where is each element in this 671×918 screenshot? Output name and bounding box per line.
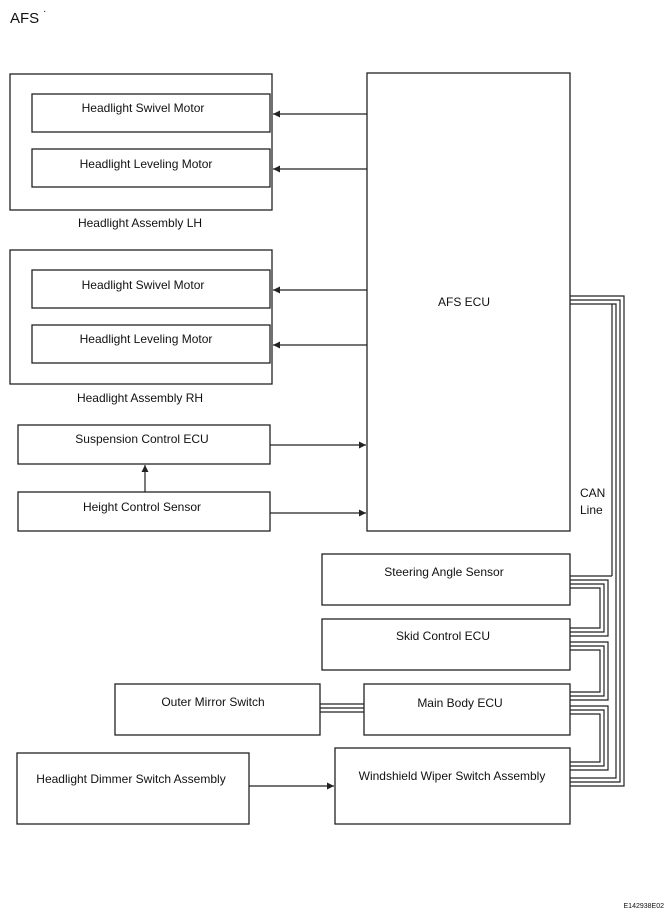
outer-mirror-switch-label: Outer Mirror Switch [161, 695, 264, 709]
can-line-label-2: Line [580, 503, 603, 517]
windshield-wiper-switch-box [334, 747, 571, 825]
can-loop-skid-mainbody [570, 641, 609, 701]
height-control-sensor-box [17, 491, 271, 532]
steering-angle-sensor-box [321, 553, 571, 606]
diagram-title: AFS [10, 10, 39, 27]
outer-mirror-switch-box [114, 683, 321, 736]
rh-leveling-motor-box [31, 324, 271, 364]
assembly-lh-label: Headlight Assembly LH [78, 216, 202, 230]
lh-leveling-motor-box [31, 148, 271, 188]
figure-code: E142938E02 [624, 903, 665, 910]
rh-swivel-motor-label: Headlight Swivel Motor [82, 278, 205, 292]
windshield-wiper-switch-label: Windshield Wiper Switch Assembly [359, 769, 546, 783]
steering-angle-sensor-label: Steering Angle Sensor [384, 565, 503, 579]
afs-ecu-label: AFS ECU [438, 295, 490, 309]
can-bus-trunk [570, 295, 625, 787]
headlight-assembly-lh: Headlight Swivel Motor Headlight Levelin… [9, 73, 273, 230]
mirror-to-main-body-bus [320, 703, 364, 713]
lh-swivel-motor-box [31, 93, 271, 133]
rh-leveling-motor-label: Headlight Leveling Motor [80, 332, 213, 346]
assembly-rh-label: Headlight Assembly RH [77, 391, 203, 405]
headlight-dimmer-switch-label: Headlight Dimmer Switch Assembly [36, 772, 225, 786]
afs-ecu-box [366, 72, 571, 532]
can-loop-steering-skid [570, 304, 613, 637]
rh-swivel-motor-box [31, 269, 271, 309]
lh-swivel-motor-label: Headlight Swivel Motor [82, 101, 205, 115]
height-control-sensor-label: Height Control Sensor [83, 500, 201, 514]
can-loop-mainbody-wiper [570, 705, 609, 771]
can-line-label-1: CAN [580, 486, 605, 500]
headlight-dimmer-switch-box [16, 752, 250, 825]
headlight-assembly-rh: Headlight Swivel Motor Headlight Levelin… [9, 249, 273, 405]
lh-leveling-motor-label: Headlight Leveling Motor [80, 157, 213, 171]
skid-control-ecu-box [321, 618, 571, 671]
suspension-control-ecu-label: Suspension Control ECU [75, 432, 208, 446]
title-mark: · [43, 6, 46, 17]
main-body-ecu-label: Main Body ECU [417, 696, 502, 710]
skid-control-ecu-label: Skid Control ECU [396, 629, 490, 643]
